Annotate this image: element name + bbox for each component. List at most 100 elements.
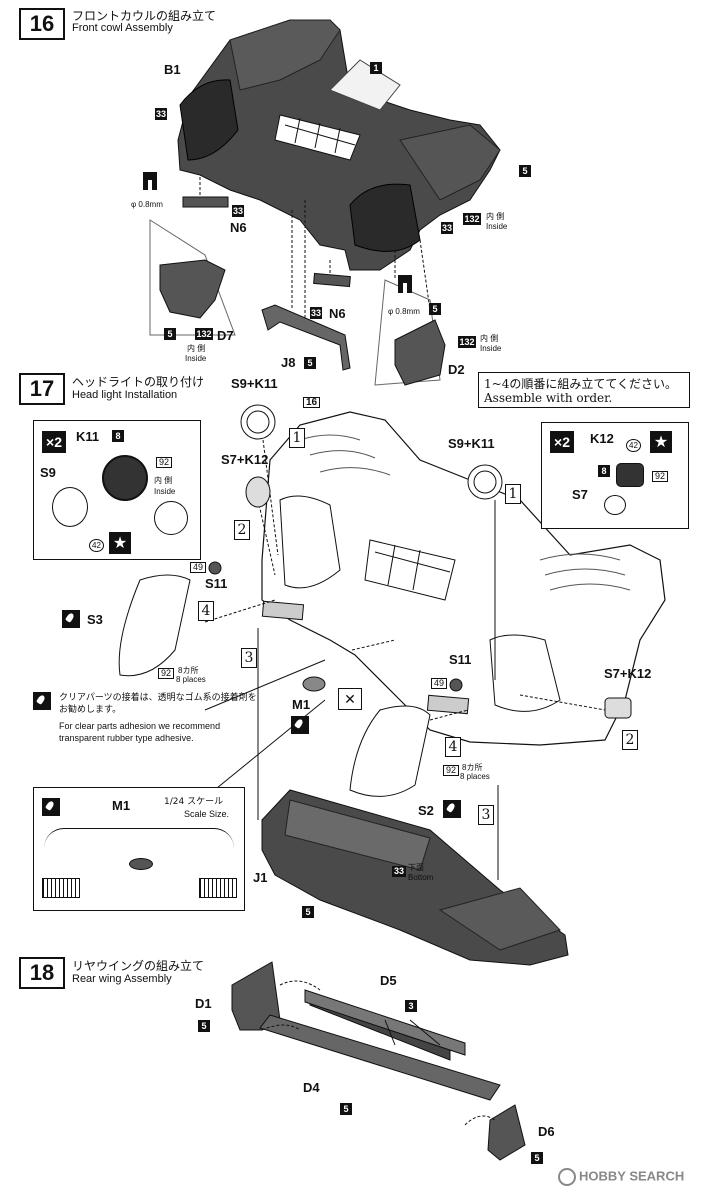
drill-size-a: φ 0.8mm <box>131 200 163 209</box>
code-92-a: 92 <box>158 668 175 679</box>
code-42-left: 42 <box>89 539 104 552</box>
star-icon-left: ★ <box>109 532 131 554</box>
part-s7-k12-label-a: S7+K12 <box>221 452 269 467</box>
glue-icon-scale <box>42 798 60 816</box>
places-b-jp: 8カ所 <box>462 763 483 772</box>
code-92-b: 92 <box>443 765 460 776</box>
step-16-number: 16 <box>19 8 65 40</box>
order-1-a: 1 <box>289 428 305 448</box>
headlight-k11-shape <box>102 455 148 501</box>
inside-b-jp: 内 側 <box>187 344 206 353</box>
order-4-a: 4 <box>198 601 214 621</box>
step-16-title-en: Front cowl Assembly <box>72 22 173 34</box>
part-s9-label: S9 <box>40 465 56 480</box>
scale-emblem-box: M1 1/24 スケール Scale Size. <box>33 787 245 911</box>
code-132-b: 132 <box>195 328 213 340</box>
quantity-badge-right: ×2 <box>550 431 574 453</box>
inside-left-en: Inside <box>154 487 176 496</box>
glue-icon-note <box>33 692 51 710</box>
code-5-d6: 5 <box>531 1152 543 1164</box>
part-n6-label-a: N6 <box>230 220 247 235</box>
order-3-b: 3 <box>478 805 494 825</box>
order-note-en: Assemble with order. <box>484 391 613 405</box>
part-d2-label: D2 <box>448 362 465 377</box>
step-18-title-en: Rear wing Assembly <box>72 973 172 985</box>
code-1: 1 <box>370 62 382 74</box>
drill-icon-a <box>143 172 157 190</box>
code-92-left: 92 <box>156 457 173 468</box>
order-note-box: 1~4の順番に組み立ててください。 Assemble with order. <box>478 372 690 408</box>
order-1-b: 1 <box>505 484 521 504</box>
order-3-a: 3 <box>241 648 257 668</box>
code-5-d1: 5 <box>198 1020 210 1032</box>
clear-parts-note-en: For clear parts adhesion we recommend tr… <box>59 721 221 743</box>
part-d1-label: D1 <box>195 996 212 1011</box>
places-a-en: 8 places <box>176 675 206 684</box>
code-8-right: 8 <box>598 465 610 477</box>
scale-jp: 1/24 スケール <box>164 797 224 807</box>
code-5-a: 5 <box>519 165 531 177</box>
code-42-right: 42 <box>626 439 641 452</box>
inside-c-jp: 内 側 <box>480 334 499 343</box>
code-49-a: 49 <box>190 562 207 573</box>
places-b-en: 8 places <box>460 772 490 781</box>
order-2-b: 2 <box>622 730 638 750</box>
part-s7-label: S7 <box>572 487 588 502</box>
part-m1-label: M1 <box>292 697 311 712</box>
code-33-bottom: 33 <box>392 866 407 877</box>
inside-a-jp: 内 側 <box>486 212 505 221</box>
code-33-d: 33 <box>310 307 322 319</box>
part-s7-k12-label-b: S7+K12 <box>604 666 652 681</box>
drill-icon-b <box>398 275 412 293</box>
inside-c-en: Inside <box>480 344 502 353</box>
part-d6-label: D6 <box>538 1124 555 1139</box>
glue-icon-m1 <box>291 716 309 734</box>
code-132-a: 132 <box>463 213 481 225</box>
star-icon-right: ★ <box>650 431 672 453</box>
no-glue-icon: ✕ <box>338 688 362 710</box>
code-49-b: 49 <box>431 678 448 689</box>
code-5-d4: 5 <box>340 1103 352 1115</box>
code-3: 3 <box>405 1000 417 1012</box>
step-18-title-jp: リヤウイングの組み立て <box>72 959 205 973</box>
watermark-logo-icon <box>558 1168 576 1186</box>
code-132-c: 132 <box>458 336 476 348</box>
part-n6-label-b: N6 <box>329 306 346 321</box>
step-16-ref: 16 <box>303 397 321 408</box>
headlight-detail-box-right: ×2 K12 42 ★ 8 92 S7 <box>541 422 689 529</box>
scale-m1-label: M1 <box>112 798 131 813</box>
code-33-b: 33 <box>232 205 244 217</box>
code-92-right: 92 <box>652 471 669 482</box>
code-8-left: 8 <box>112 430 124 442</box>
inside-view-circle <box>154 501 188 535</box>
part-d4-label: D4 <box>303 1080 320 1095</box>
headlight-k12-shape <box>616 463 644 487</box>
scale-en: Scale Size. <box>184 809 230 819</box>
grille-right <box>199 878 237 898</box>
headlight-detail-box-left: ×2 K11 8 92 S9 内 側 Inside 42 ★ <box>33 420 201 560</box>
part-s11-label-b: S11 <box>449 652 472 667</box>
part-s2-label: S2 <box>418 803 434 818</box>
order-4-b: 4 <box>445 737 461 757</box>
code-33-a: 33 <box>155 108 167 120</box>
order-2-a: 2 <box>234 520 250 540</box>
code-5-b: 5 <box>429 303 441 315</box>
part-b1-label: B1 <box>164 62 181 77</box>
inside-b-en: Inside <box>185 354 207 363</box>
step-16-title-jp: フロントカウルの組み立て <box>72 9 217 23</box>
inside-a-en: Inside <box>486 222 508 231</box>
part-s3-label: S3 <box>87 612 103 627</box>
grille-left <box>42 878 80 898</box>
quantity-badge-left: ×2 <box>42 431 66 453</box>
glue-icon-s2 <box>443 800 461 818</box>
drill-size-b: φ 0.8mm <box>388 307 420 316</box>
headlight-s9-lens <box>52 487 88 527</box>
bottom-jp: 下面 <box>408 863 424 872</box>
part-k12-label: K12 <box>590 431 614 446</box>
places-a-jp: 8カ所 <box>178 666 199 675</box>
bottom-en: Bottom <box>408 873 434 882</box>
glue-icon-s3 <box>62 610 80 628</box>
emblem-shape <box>129 858 153 870</box>
code-5-c: 5 <box>164 328 176 340</box>
